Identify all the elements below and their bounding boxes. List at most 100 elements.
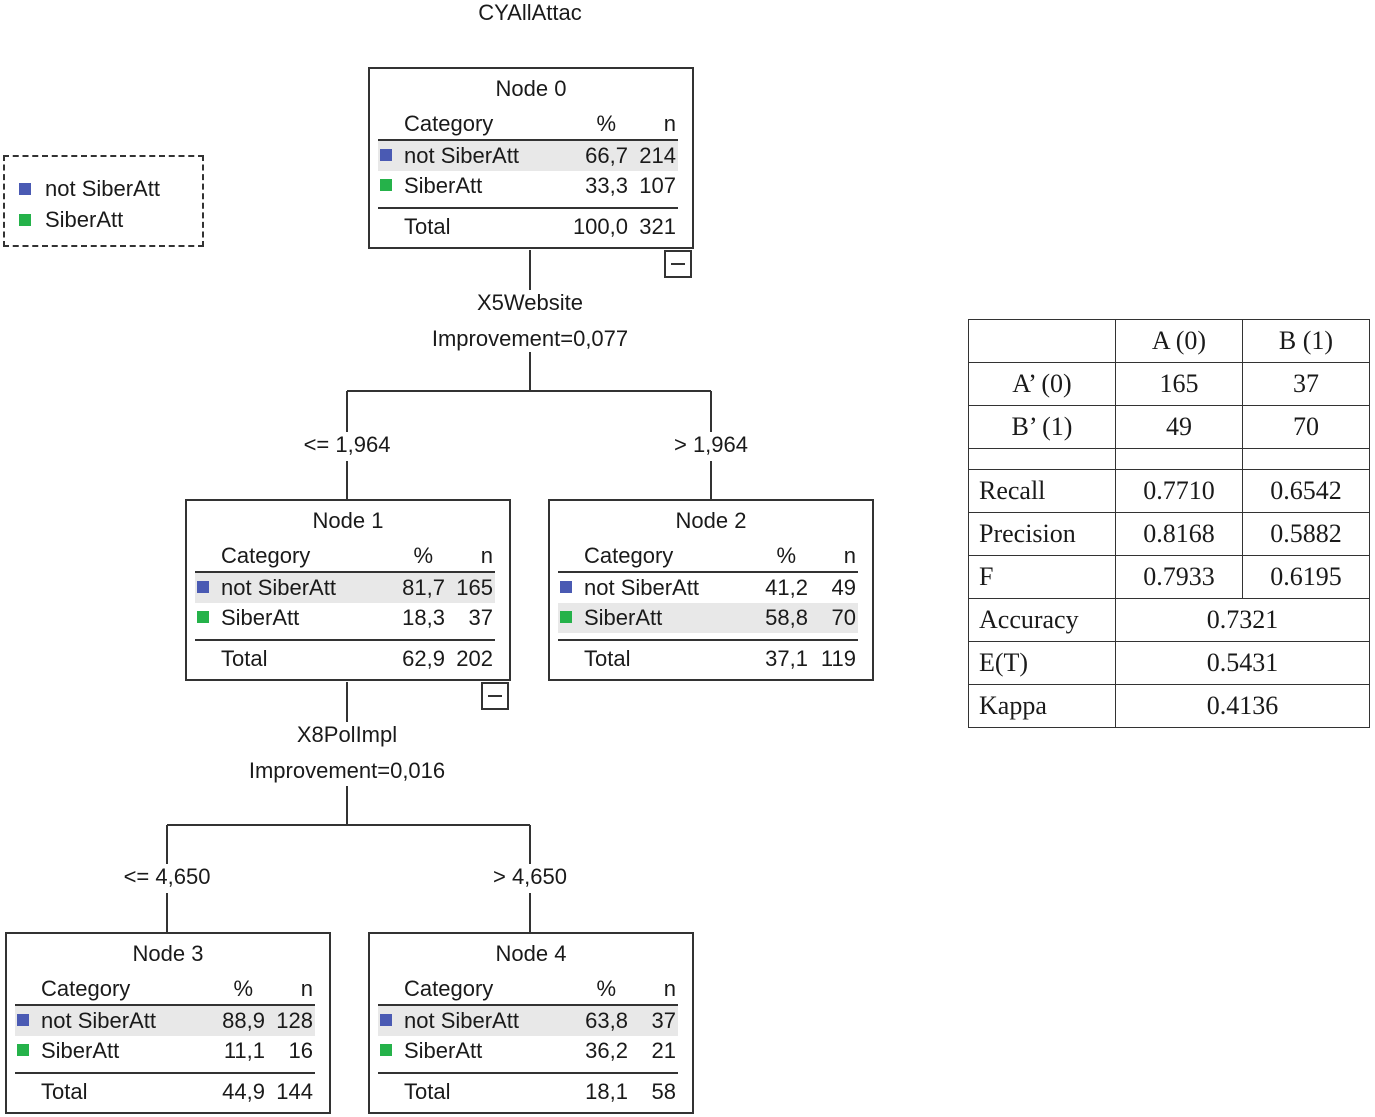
legend-swatch	[19, 213, 31, 226]
category-row: SiberAtt 18,3 37	[195, 603, 495, 633]
header-pct: %	[413, 543, 433, 568]
total-n: 58	[651, 1079, 676, 1104]
node-header-row: Category % n	[15, 974, 315, 1006]
table-header-row: A (0) B (1)	[968, 319, 1370, 363]
table-cell: 70	[1242, 405, 1370, 449]
node-title: Node 0	[495, 76, 567, 101]
node-0[interactable]: Node 0 Category % n not SiberAtt 66,7 21…	[368, 67, 694, 249]
table-row: A’ (0) 165 37	[968, 362, 1370, 406]
empty-cell	[1115, 448, 1243, 470]
tree-title: CYAllAttac	[478, 0, 582, 25]
table-cell: 49	[1115, 405, 1243, 449]
category-n: 21	[651, 1038, 676, 1063]
node-header-row: Category % n	[558, 541, 858, 573]
total-row: Total 100,0 321	[378, 207, 678, 241]
category-label: not SiberAtt	[404, 143, 519, 168]
legend-swatch	[19, 182, 31, 195]
header-n: n	[663, 111, 676, 136]
row-header: B’ (1)	[968, 405, 1116, 449]
row-header: A’ (0)	[968, 362, 1116, 406]
category-row: not SiberAtt 88,9 128	[15, 1006, 315, 1036]
category-swatch	[380, 1044, 392, 1056]
node-3[interactable]: Node 3 Category % n not SiberAtt 88,9 12…	[5, 932, 331, 1114]
legend-item-not-siberatt: not SiberAtt	[19, 173, 202, 204]
summary-value: 0.5431	[1115, 641, 1370, 685]
split-variable: X5Website	[477, 290, 583, 315]
category-n: 165	[456, 575, 493, 600]
category-pct: 66,7	[585, 143, 628, 168]
node-1[interactable]: Node 1 Category % n not SiberAtt 81,7 16…	[185, 499, 511, 681]
header-pct: %	[233, 976, 253, 1001]
total-pct: 18,1	[585, 1079, 628, 1104]
node-2[interactable]: Node 2 Category % n not SiberAtt 41,2 49…	[548, 499, 874, 681]
total-pct: 37,1	[765, 646, 808, 671]
header-n: n	[300, 976, 313, 1001]
metric-row: Recall 0.7710 0.6542	[968, 469, 1370, 513]
category-n: 37	[651, 1008, 676, 1033]
corner-cell	[968, 319, 1116, 363]
header-category: Category	[221, 543, 311, 568]
header-n: n	[663, 976, 676, 1001]
empty-cell	[968, 448, 1116, 470]
node-header-row: Category % n	[378, 109, 678, 141]
collapse-icon[interactable]	[481, 682, 509, 710]
legend-item-siberatt: SiberAtt	[19, 204, 202, 235]
category-pct: 18,3	[402, 605, 445, 630]
total-row: Total 44,9 144	[15, 1072, 315, 1106]
category-swatch	[197, 611, 209, 623]
category-row: not SiberAtt 66,7 214	[378, 141, 678, 171]
branch-label-right: > 1,964	[673, 432, 748, 457]
category-label: not SiberAtt	[41, 1008, 156, 1033]
header-category: Category	[41, 976, 131, 1001]
category-swatch	[380, 149, 392, 161]
split-improvement: Improvement=0,016	[248, 758, 446, 783]
legend-label: not SiberAtt	[45, 175, 160, 201]
total-label: Total	[584, 646, 631, 671]
column-header: A (0)	[1115, 319, 1243, 363]
node-table: Category % n not SiberAtt 81,7 165 Siber…	[195, 541, 495, 673]
collapse-icon[interactable]	[664, 250, 692, 278]
category-row: not SiberAtt 63,8 37	[378, 1006, 678, 1036]
summary-label: Kappa	[968, 684, 1116, 728]
table-cell: 0.8168	[1115, 512, 1243, 556]
category-swatch	[17, 1044, 29, 1056]
header-n: n	[843, 543, 856, 568]
node-table: Category % n not SiberAtt 66,7 214 Siber…	[378, 109, 678, 241]
total-n: 144	[276, 1079, 313, 1104]
node-title: Node 2	[675, 508, 747, 533]
total-row: Total 62,9 202	[195, 639, 495, 673]
table-cell: 0.6195	[1242, 555, 1370, 599]
branch-label-left: <= 4,650	[123, 864, 211, 889]
total-label: Total	[404, 1079, 451, 1104]
category-pct: 63,8	[585, 1008, 628, 1033]
total-label: Total	[221, 646, 268, 671]
category-swatch	[380, 179, 392, 191]
node-4[interactable]: Node 4 Category % n not SiberAtt 63,8 37…	[368, 932, 694, 1114]
category-swatch	[560, 581, 572, 593]
category-label: SiberAtt	[584, 605, 663, 630]
table-cell: 0.7933	[1115, 555, 1243, 599]
category-swatch	[17, 1014, 29, 1026]
summary-label: E(T)	[968, 641, 1116, 685]
category-n: 16	[288, 1038, 313, 1063]
summary-value: 0.7321	[1115, 598, 1370, 642]
total-pct: 44,9	[222, 1079, 265, 1104]
table-cell: 0.7710	[1115, 469, 1243, 513]
category-pct: 11,1	[223, 1038, 265, 1063]
category-label: not SiberAtt	[584, 575, 699, 600]
category-n: 70	[831, 605, 856, 630]
node-title: Node 4	[495, 941, 567, 966]
branch-label-left: <= 1,964	[303, 432, 391, 457]
category-row: SiberAtt 11,1 16	[15, 1036, 315, 1066]
total-pct: 62,9	[402, 646, 445, 671]
category-swatch	[197, 581, 209, 593]
category-swatch	[560, 611, 572, 623]
category-pct: 88,9	[222, 1008, 265, 1033]
category-pct: 58,8	[765, 605, 808, 630]
category-pct: 33,3	[585, 173, 628, 198]
header-category: Category	[584, 543, 674, 568]
table-cell: 165	[1115, 362, 1243, 406]
legend: not SiberAtt SiberAtt	[3, 155, 204, 247]
summary-row: Kappa 0.4136	[968, 684, 1370, 728]
metric-label: F	[968, 555, 1116, 599]
